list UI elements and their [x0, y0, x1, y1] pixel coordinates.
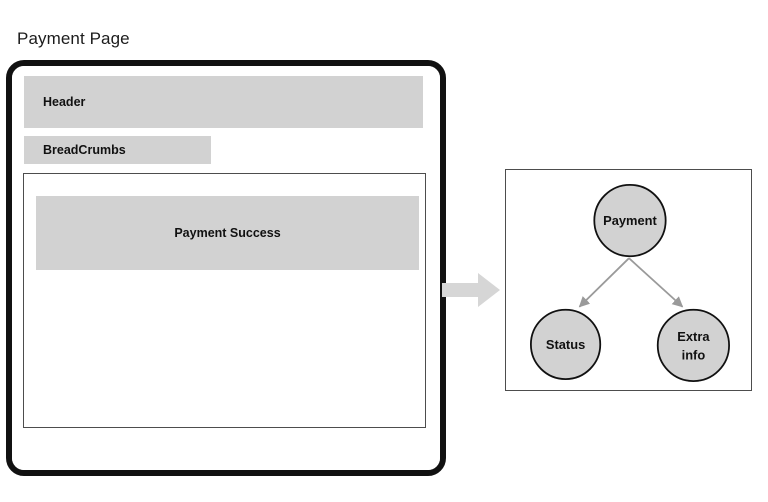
tree-node-extra-info[interactable]: Extra info	[656, 308, 730, 382]
header-bar[interactable]: Header	[24, 76, 423, 128]
page-title: Payment Page	[17, 29, 130, 48]
breadcrumbs-label: BreadCrumbs	[43, 143, 126, 157]
tree-node-payment-circle	[593, 183, 667, 258]
breadcrumbs-bar[interactable]: BreadCrumbs	[24, 136, 211, 164]
tree-node-status[interactable]: Status	[529, 308, 602, 380]
tree-edge-root-to-status	[578, 257, 630, 308]
payment-success-banner[interactable]: Payment Success	[36, 196, 419, 270]
tree-node-payment[interactable]: Payment	[593, 183, 667, 258]
content-container: Payment Success	[23, 173, 426, 428]
tree-node-payment-label: Payment	[603, 213, 657, 228]
tree-node-extra-info-label-line2: info	[682, 348, 706, 363]
device-screen: Header BreadCrumbs Payment Success	[12, 66, 440, 470]
header-label: Header	[43, 95, 86, 109]
tree-node-extra-info-label-line1: Extra	[677, 329, 710, 344]
device-mockup: Header BreadCrumbs Payment Success	[6, 60, 446, 476]
tree-node-extra-info-circle	[656, 308, 730, 382]
tree-node-status-circle	[529, 308, 602, 380]
component-tree-panel: Payment Status Extra info	[505, 169, 752, 391]
flow-arrow	[440, 270, 504, 310]
tree-edge-root-to-extra-info	[628, 257, 684, 308]
tree-node-status-label: Status	[546, 337, 585, 352]
payment-success-label: Payment Success	[174, 226, 281, 240]
right-arrow-icon	[442, 273, 500, 307]
